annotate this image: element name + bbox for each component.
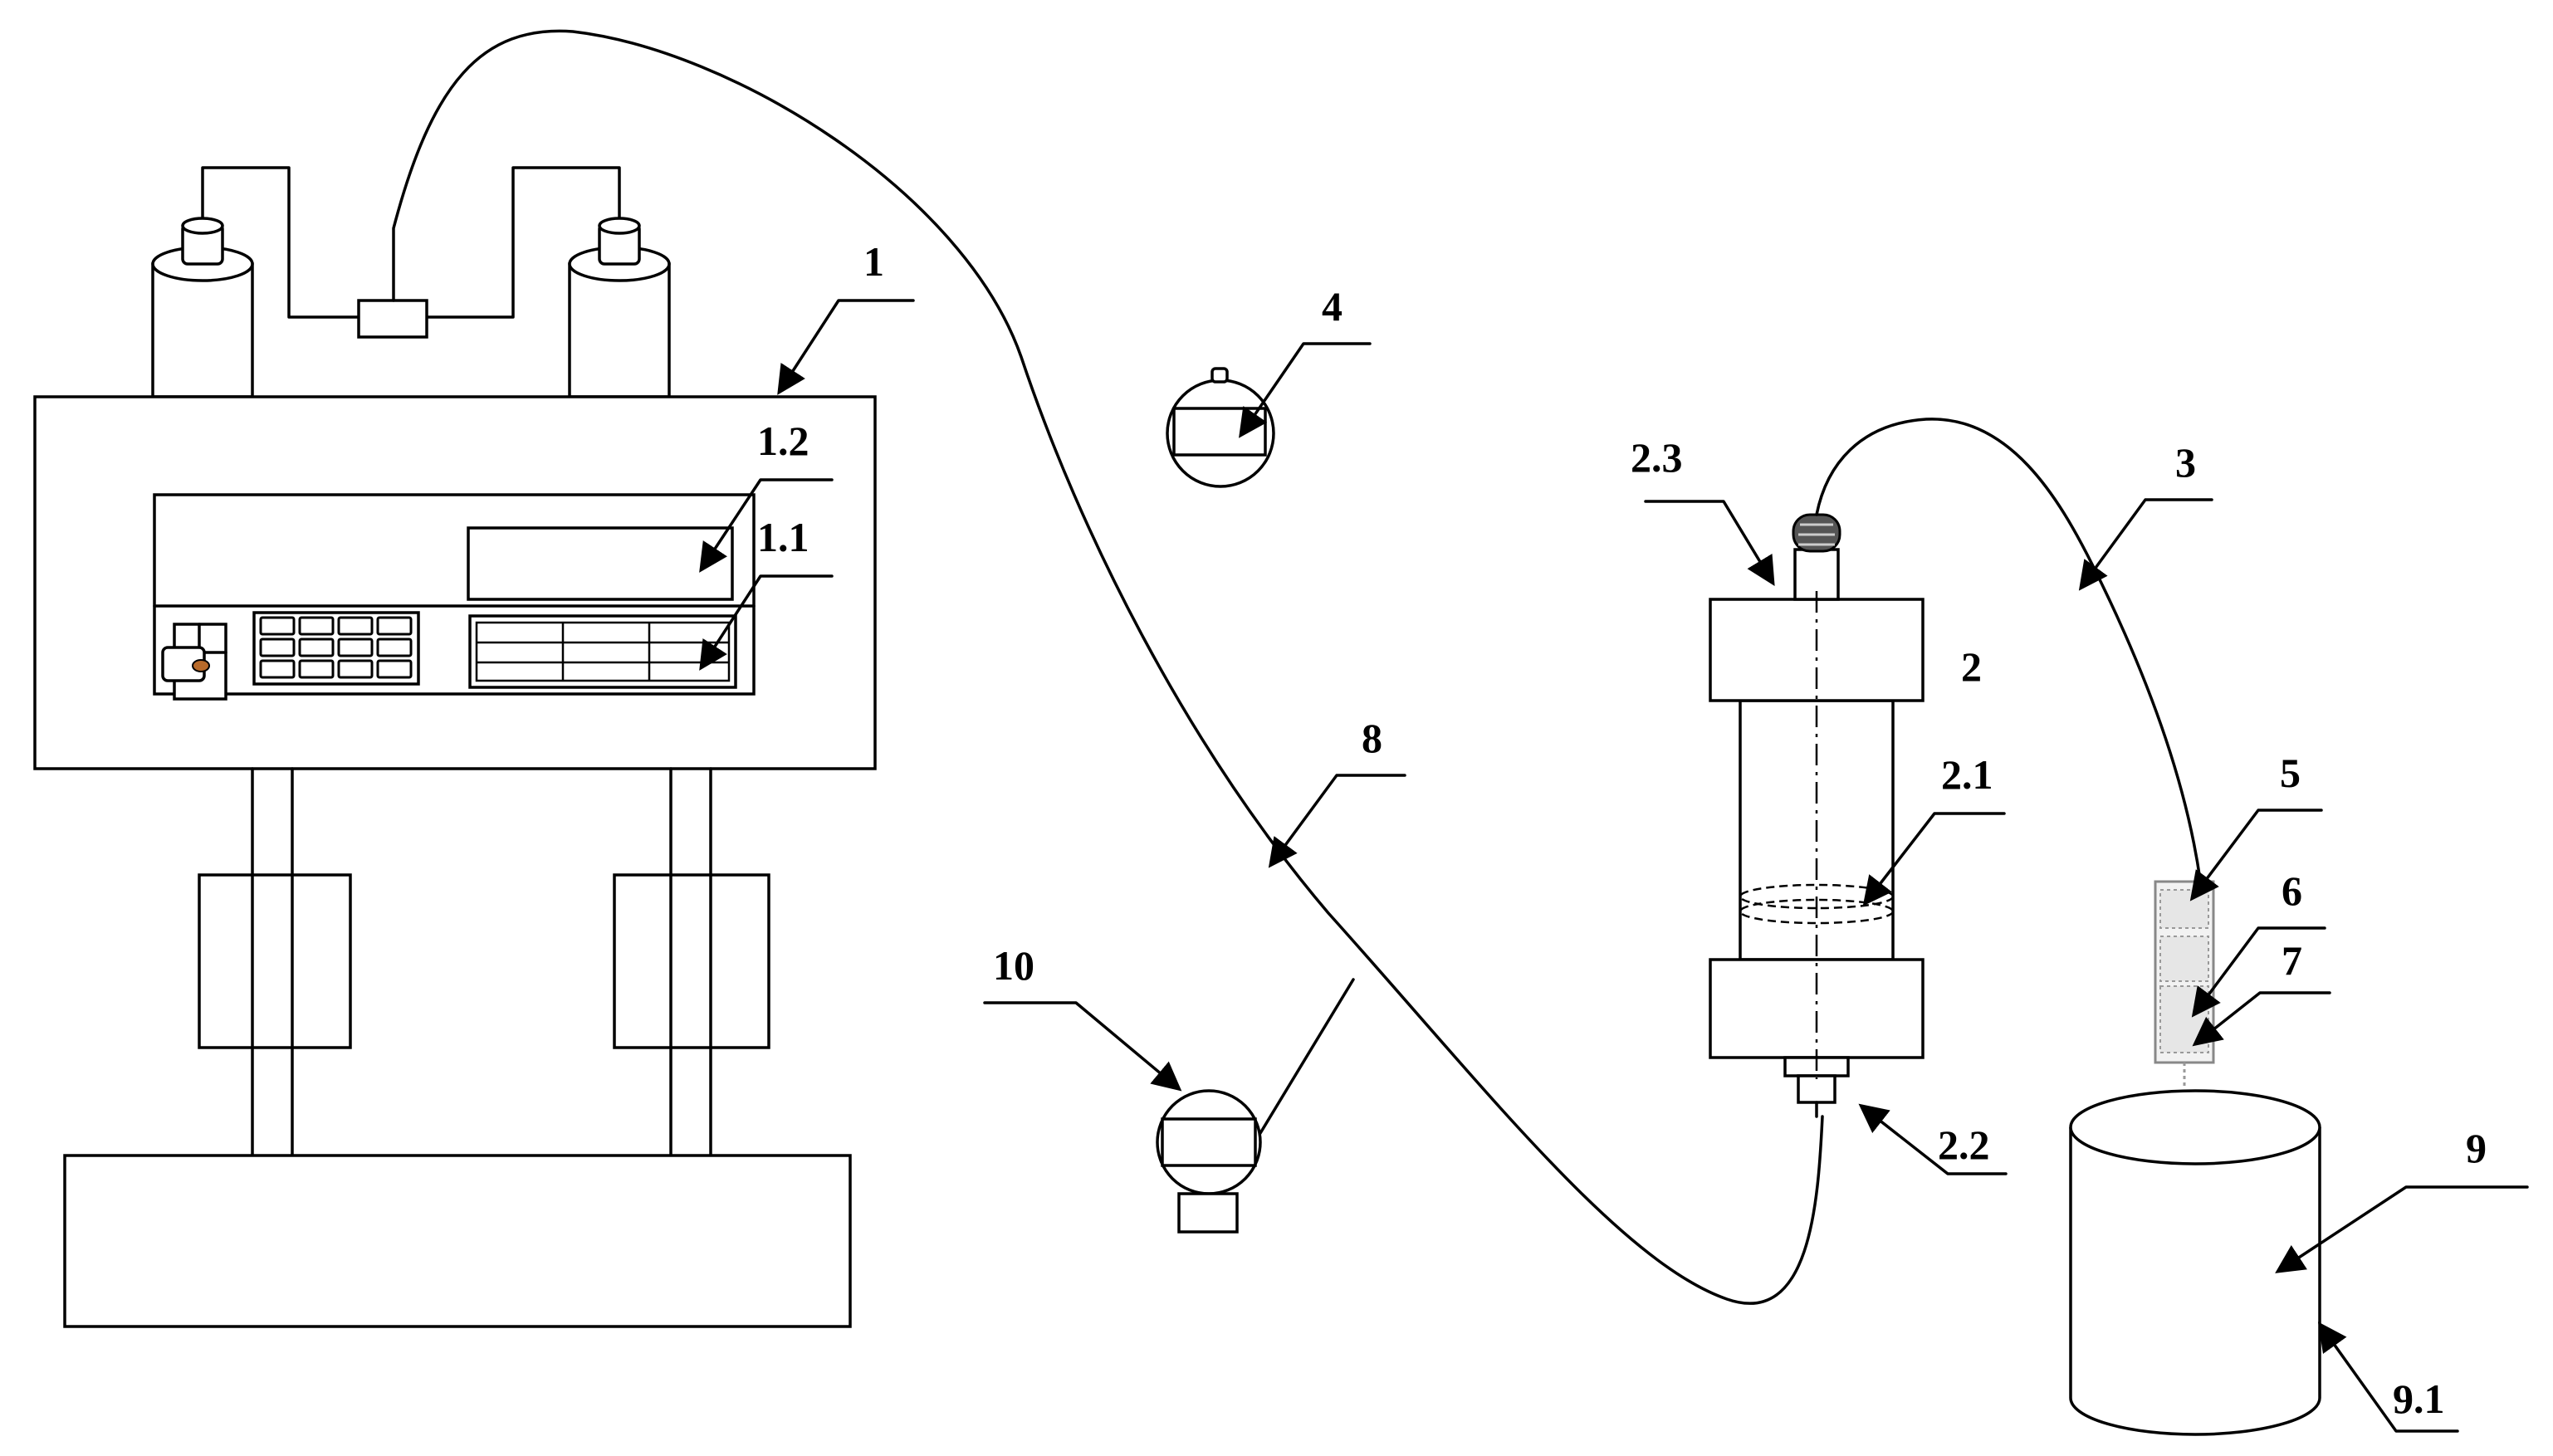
keypad-key (376, 616, 413, 636)
tube-3 (1815, 418, 2202, 882)
filter-cartridge-5-6-7 (2154, 880, 2215, 1087)
label-8: 8 (1362, 715, 1382, 761)
gauge-4 (1166, 367, 1275, 488)
label-7: 7 (2282, 937, 2302, 984)
keypad-key (298, 616, 335, 636)
power-switch (161, 623, 227, 701)
label-2-3: 2.3 (1631, 434, 1683, 481)
tube-to-gauge-10 (1256, 978, 1355, 1139)
labels: 1 1.2 1.1 4 8 10 2.3 2 2.1 2.2 3 5 6 7 9… (757, 238, 2487, 1422)
label-2-1: 2.1 (1941, 751, 1993, 798)
label-10: 10 (993, 942, 1034, 989)
label-9-1: 9.1 (2393, 1375, 2445, 1422)
keypad-key (337, 659, 374, 679)
label-1-2: 1.2 (757, 418, 809, 464)
keypad-key (259, 638, 296, 657)
container-9 (2069, 1089, 2321, 1436)
label-3: 3 (2175, 439, 2196, 486)
keypad-key (298, 638, 335, 657)
column-2 (1709, 513, 1925, 1118)
label-5: 5 (2280, 750, 2301, 796)
top-manifold-tube (201, 166, 621, 319)
parameter-panel-1-1 (468, 614, 737, 689)
label-4: 4 (1322, 283, 1343, 330)
label-9: 9 (2466, 1125, 2487, 1171)
keypad-key (337, 616, 374, 636)
label-2: 2 (1961, 643, 1982, 690)
keypad-key (298, 659, 335, 679)
keypad-key (259, 659, 296, 679)
keypad-key (376, 659, 413, 679)
instrument-legs (198, 767, 770, 1157)
manifold-valve (357, 299, 428, 339)
leader-lines (699, 299, 2529, 1433)
keypad-key (376, 638, 413, 657)
instrument-1 (33, 166, 877, 1328)
keypad (252, 611, 420, 686)
left-cylinder (151, 217, 254, 398)
keypad-key (259, 616, 296, 636)
label-2-2: 2.2 (1938, 1121, 1990, 1168)
label-1: 1 (863, 238, 884, 285)
display-screen-1-2 (467, 526, 734, 601)
label-6: 6 (2282, 867, 2302, 914)
gauge-10 (1156, 1089, 1262, 1234)
keypad-key (337, 638, 374, 657)
label-1-1: 1.1 (757, 514, 809, 560)
right-cylinder (568, 217, 671, 398)
instrument-base (63, 1154, 852, 1328)
tube-8 (392, 29, 1824, 1305)
